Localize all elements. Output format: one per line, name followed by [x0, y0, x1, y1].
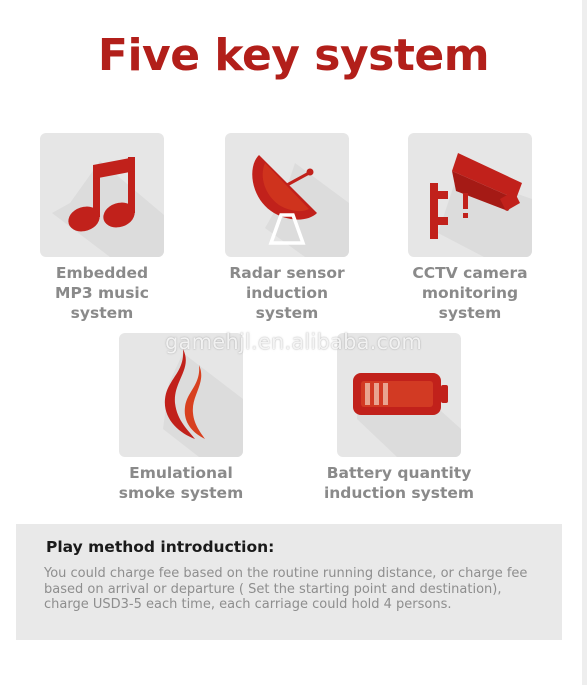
feature-label: Battery quantity induction system	[323, 464, 475, 502]
flame-smoke-icon	[164, 349, 205, 439]
feature-label: Emulational smoke system	[118, 464, 244, 502]
feature-label: Embedded MP3 music system	[55, 264, 149, 322]
feature-tile	[408, 133, 532, 257]
page-title: Five key system	[97, 30, 490, 81]
cctv-camera-icon	[430, 153, 522, 239]
tile-long-shadow	[357, 411, 461, 457]
play-method-title: Play method introduction:	[46, 538, 275, 556]
radar-dish-icon	[252, 155, 317, 245]
music-note-icon	[68, 157, 135, 232]
feature-tile	[119, 333, 243, 457]
battery-icon	[353, 373, 448, 415]
feature-tile	[40, 133, 164, 257]
feature-tile	[337, 333, 461, 457]
right-edge-strip	[582, 0, 587, 685]
feature-label: Radar sensor induction system	[229, 264, 345, 322]
feature-label: CCTV camera monitoring system	[412, 264, 528, 322]
feature-tile	[225, 133, 349, 257]
watermark-text: gamehjl.en.alibaba.com	[165, 330, 422, 354]
play-method-box: Play method introduction: You could char…	[16, 524, 562, 640]
play-method-description: You could charge fee based on the routin…	[44, 566, 528, 612]
